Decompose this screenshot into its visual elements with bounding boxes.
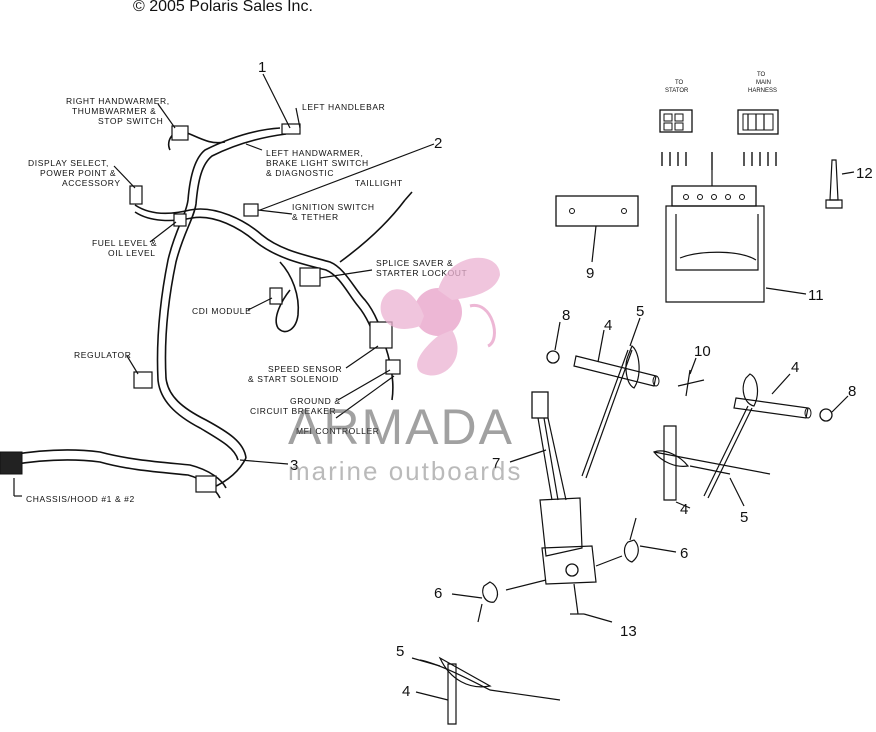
left-handwarmer-label-2: BRAKE LIGHT SWITCH — [266, 158, 369, 168]
clip-item-10 — [677, 357, 705, 397]
callout-6b: 6 — [434, 585, 442, 602]
fuel-level-label-2: OIL LEVEL — [108, 248, 156, 258]
callout-7: 7 — [492, 455, 500, 472]
callout-9: 9 — [586, 265, 594, 282]
armada-watermark: ARMADA marine outboards — [288, 257, 522, 486]
watermark-brand: ARMADA — [288, 399, 514, 455]
to-main-harness-label-1: TO — [757, 72, 766, 78]
left-handwarmer-label-3: & DIAGNOSTIC — [266, 168, 334, 178]
ignition-switch-label-1: IGNITION SWITCH — [292, 202, 375, 212]
to-main-harness-label-3: HARNESS — [748, 88, 777, 94]
connector-block-assembly: TO STATOR TO MAIN HARNESS — [659, 72, 807, 303]
ground-label-2: CIRCUIT BREAKER — [250, 406, 336, 416]
watermark-subtitle: marine outboards — [288, 456, 522, 486]
harness-labels: RIGHT HANDWARMER, THUMBWARMER & STOP SWI… — [26, 96, 467, 504]
to-stator-label-2: STATOR — [665, 88, 689, 94]
callout-5b: 5 — [740, 509, 748, 526]
harness-leader-lines — [13, 73, 435, 497]
callout-13: 13 — [620, 623, 637, 640]
right-handwarmer-label-3: STOP SWITCH — [98, 116, 163, 126]
taillight-label: TAILLIGHT — [355, 178, 403, 188]
callout-4b: 4 — [791, 359, 799, 376]
callout-8a: 8 — [562, 307, 570, 324]
callout-numbers: 1 2 3 4 4 4 4 5 5 5 6 6 7 8 8 9 10 11 12… — [258, 59, 873, 700]
callout-12: 12 — [856, 165, 873, 182]
cdi-module-label: CDI MODULE — [192, 306, 251, 316]
display-select-label-1: DISPLAY SELECT, — [28, 158, 109, 168]
callout-2: 2 — [434, 135, 442, 152]
callout-5a: 5 — [636, 303, 644, 320]
pin-item-12 — [825, 159, 855, 209]
fuel-level-label-1: FUEL LEVEL & — [92, 238, 157, 248]
right-handwarmer-label-2: THUMBWARMER & — [72, 106, 156, 116]
callout-11: 11 — [808, 287, 824, 304]
regulator-label: REGULATOR — [74, 350, 132, 360]
callout-3: 3 — [290, 457, 298, 474]
plate-item-9 — [555, 195, 639, 263]
display-select-label-3: ACCESSORY — [62, 178, 121, 188]
callout-1: 1 — [258, 59, 266, 76]
chassis-hood-label: CHASSIS/HOOD #1 & #2 — [26, 494, 135, 504]
callout-6a: 6 — [680, 545, 688, 562]
speed-sensor-label-1: SPEED SENSOR — [268, 364, 342, 374]
left-handlebar-label: LEFT HANDLEBAR — [302, 102, 385, 112]
callout-10: 10 — [694, 343, 711, 360]
terminal-pins — [661, 152, 777, 170]
splice-saver-label-1: SPLICE SAVER & — [376, 258, 453, 268]
mount-hardware — [411, 317, 849, 725]
to-stator-label-1: TO — [675, 80, 684, 86]
splice-saver-label-2: STARTER LOCKOUT — [376, 268, 467, 278]
sensor-assembly-item-7 — [505, 391, 623, 623]
callout-8b: 8 — [848, 383, 856, 400]
copyright-text: © 2005 Polaris Sales Inc. — [133, 0, 313, 15]
callout-4c: 4 — [680, 501, 688, 518]
callout-5c: 5 — [396, 643, 404, 660]
propeller-logo — [380, 257, 500, 376]
right-handwarmer-label-1: RIGHT HANDWARMER, — [66, 96, 170, 106]
fitting-items-6 — [451, 517, 677, 623]
callout-4a: 4 — [604, 317, 612, 334]
speed-sensor-label-2: & START SOLENOID — [248, 374, 339, 384]
mfi-controller-label: MFI CONTROLLER — [296, 426, 380, 436]
callout-4d: 4 — [402, 683, 410, 700]
left-handwarmer-label-1: LEFT HANDWARMER, — [266, 148, 363, 158]
to-main-harness-label-2: MAIN — [756, 80, 771, 86]
ignition-switch-label-2: & TETHER — [292, 212, 339, 222]
display-select-label-2: POWER POINT & — [40, 168, 116, 178]
ground-label-1: GROUND & — [290, 396, 341, 406]
